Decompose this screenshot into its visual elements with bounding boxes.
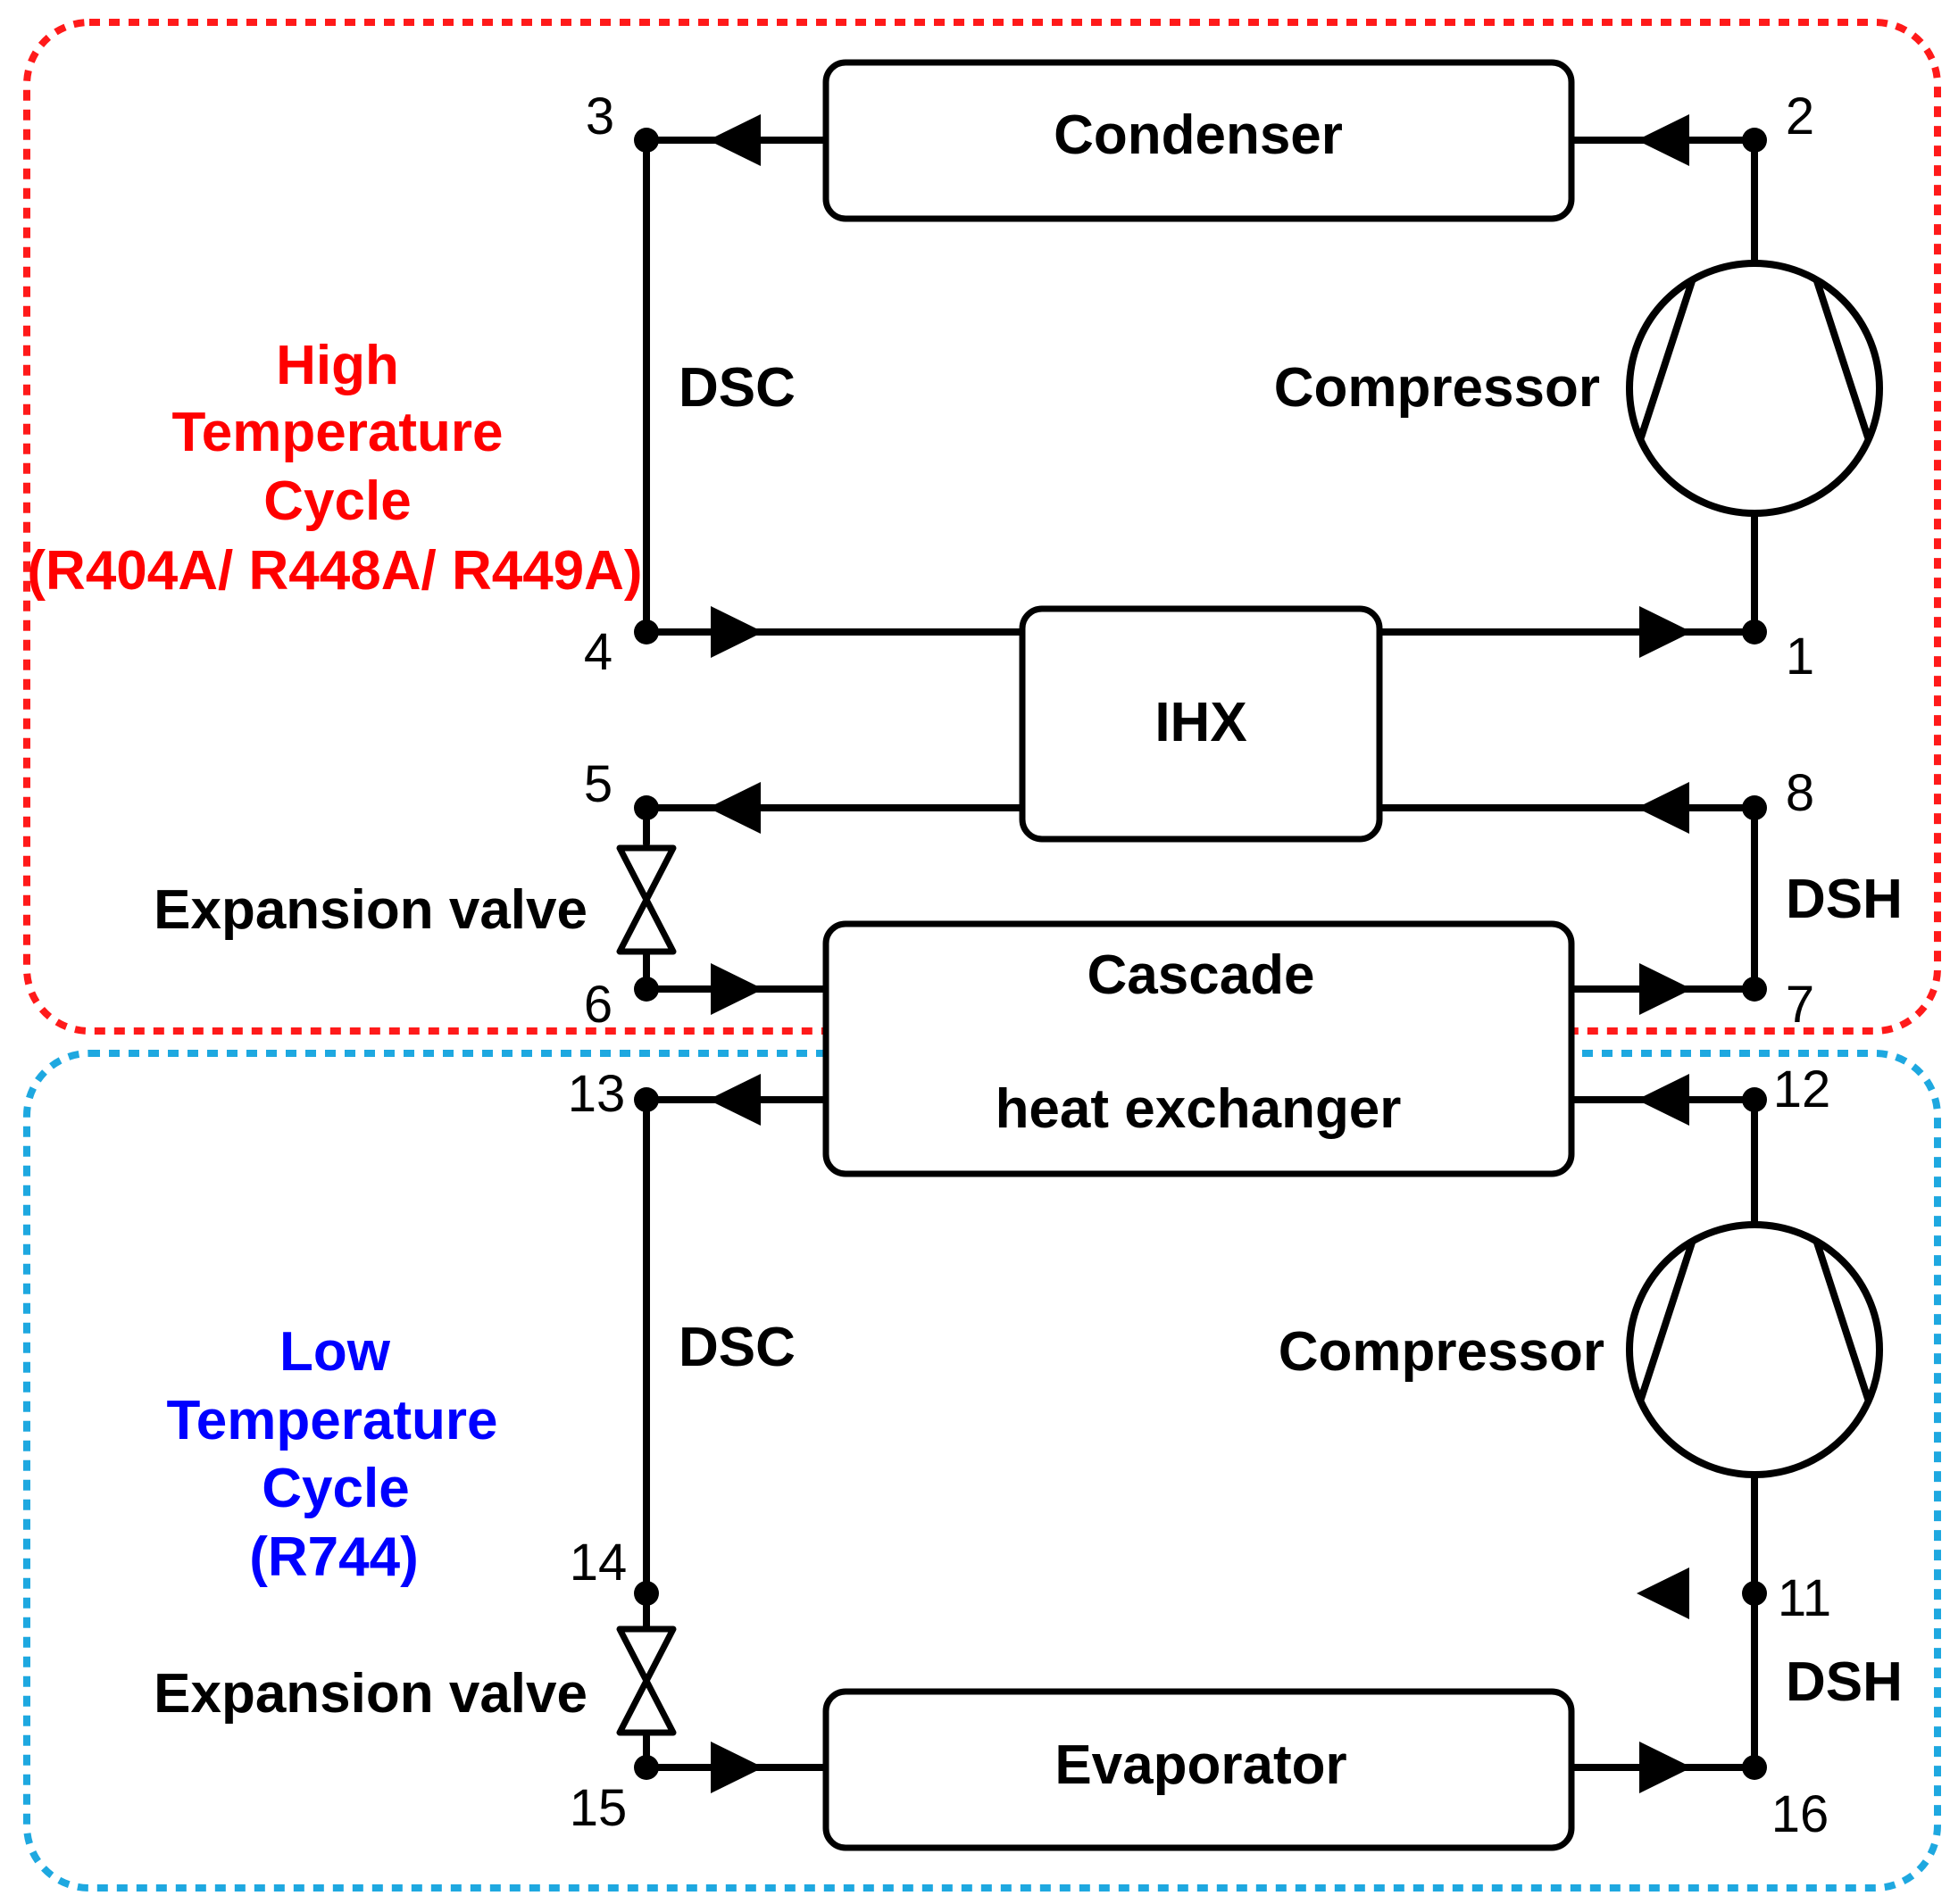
state-point-13: 13 <box>568 1065 626 1123</box>
high-cycle-line3: Cycle <box>263 470 411 532</box>
high-cycle-line2: Temperature <box>172 402 504 463</box>
condenser-label: Condenser <box>1054 104 1343 166</box>
ihx-box <box>1019 605 1383 843</box>
dsc-high-label: DSC <box>679 357 796 419</box>
high-expansion-valve-icon <box>616 844 677 955</box>
arrow-left-icon <box>1637 1074 1689 1126</box>
state-point-16: 16 <box>1771 1785 1829 1843</box>
state-point-dots <box>634 128 1767 1780</box>
arrow-right-icon <box>711 606 763 658</box>
arrow-right-icon <box>1639 963 1692 1015</box>
arrow-left-icon <box>708 1074 761 1126</box>
ihx-label: IHX <box>1154 692 1246 753</box>
state-point-12: 12 <box>1773 1060 1831 1118</box>
flow-arrows <box>708 114 1692 1793</box>
low-cycle-line1: Low <box>279 1321 391 1383</box>
dsh-low-label: DSH <box>1786 1651 1903 1713</box>
low-cycle-line3: Cycle <box>262 1458 409 1519</box>
high-cycle-line1: High <box>276 335 399 396</box>
dsc-low-label: DSC <box>679 1317 796 1378</box>
state-point-14: 14 <box>570 1534 628 1592</box>
state-point-7: 7 <box>1786 976 1814 1034</box>
high-compressor-icon <box>1626 260 1883 517</box>
low-expansion-valve-icon <box>616 1625 677 1736</box>
state-point-6: 6 <box>584 976 612 1034</box>
state-point-15: 15 <box>570 1779 628 1837</box>
arrow-left-icon <box>708 782 761 834</box>
cascade-heat-exchanger-box <box>822 920 1575 1177</box>
state-point-4: 4 <box>584 623 612 681</box>
evaporator-label: Evaporator <box>1054 1734 1346 1796</box>
low-cycle-line2: Temperature <box>167 1390 498 1451</box>
high-cycle-label: High Temperature Cycle (R404A/ R448A/ R4… <box>27 335 642 602</box>
state-point-1: 1 <box>1786 628 1814 686</box>
arrow-right-icon <box>1639 606 1692 658</box>
low-compressor-icon <box>1626 1221 1883 1478</box>
evaporator-box <box>822 1688 1575 1851</box>
arrow-right-icon <box>711 963 763 1015</box>
dsh-high-label: DSH <box>1786 869 1903 930</box>
arrow-left-icon <box>1637 114 1689 166</box>
low-cycle-label: Low Temperature Cycle (R744) <box>167 1321 498 1588</box>
high-compressor-label: Compressor <box>1274 357 1600 419</box>
high-expansion-valve-label: Expansion valve <box>154 879 588 941</box>
state-point-3: 3 <box>586 87 614 146</box>
arrow-right-icon <box>711 1742 763 1793</box>
arrow-right-icon <box>1639 1742 1692 1793</box>
high-cycle-line4: (R404A/ R448A/ R449A) <box>27 540 642 602</box>
state-point-5: 5 <box>584 755 612 813</box>
state-point-2: 2 <box>1786 87 1814 146</box>
condenser-box <box>822 59 1575 222</box>
low-cycle-line4: (R744) <box>249 1526 419 1588</box>
low-compressor-label: Compressor <box>1279 1321 1604 1383</box>
cascade-label-line1: Cascade <box>1087 944 1314 1006</box>
arrow-left-icon <box>1637 782 1689 834</box>
state-point-11: 11 <box>1778 1569 1831 1627</box>
arrow-left-icon <box>708 114 761 166</box>
arrow-left-icon <box>1637 1567 1689 1619</box>
state-point-8: 8 <box>1786 764 1814 822</box>
cascade-label-line2: heat exchanger <box>996 1078 1402 1140</box>
low-expansion-valve-label: Expansion valve <box>154 1663 588 1725</box>
